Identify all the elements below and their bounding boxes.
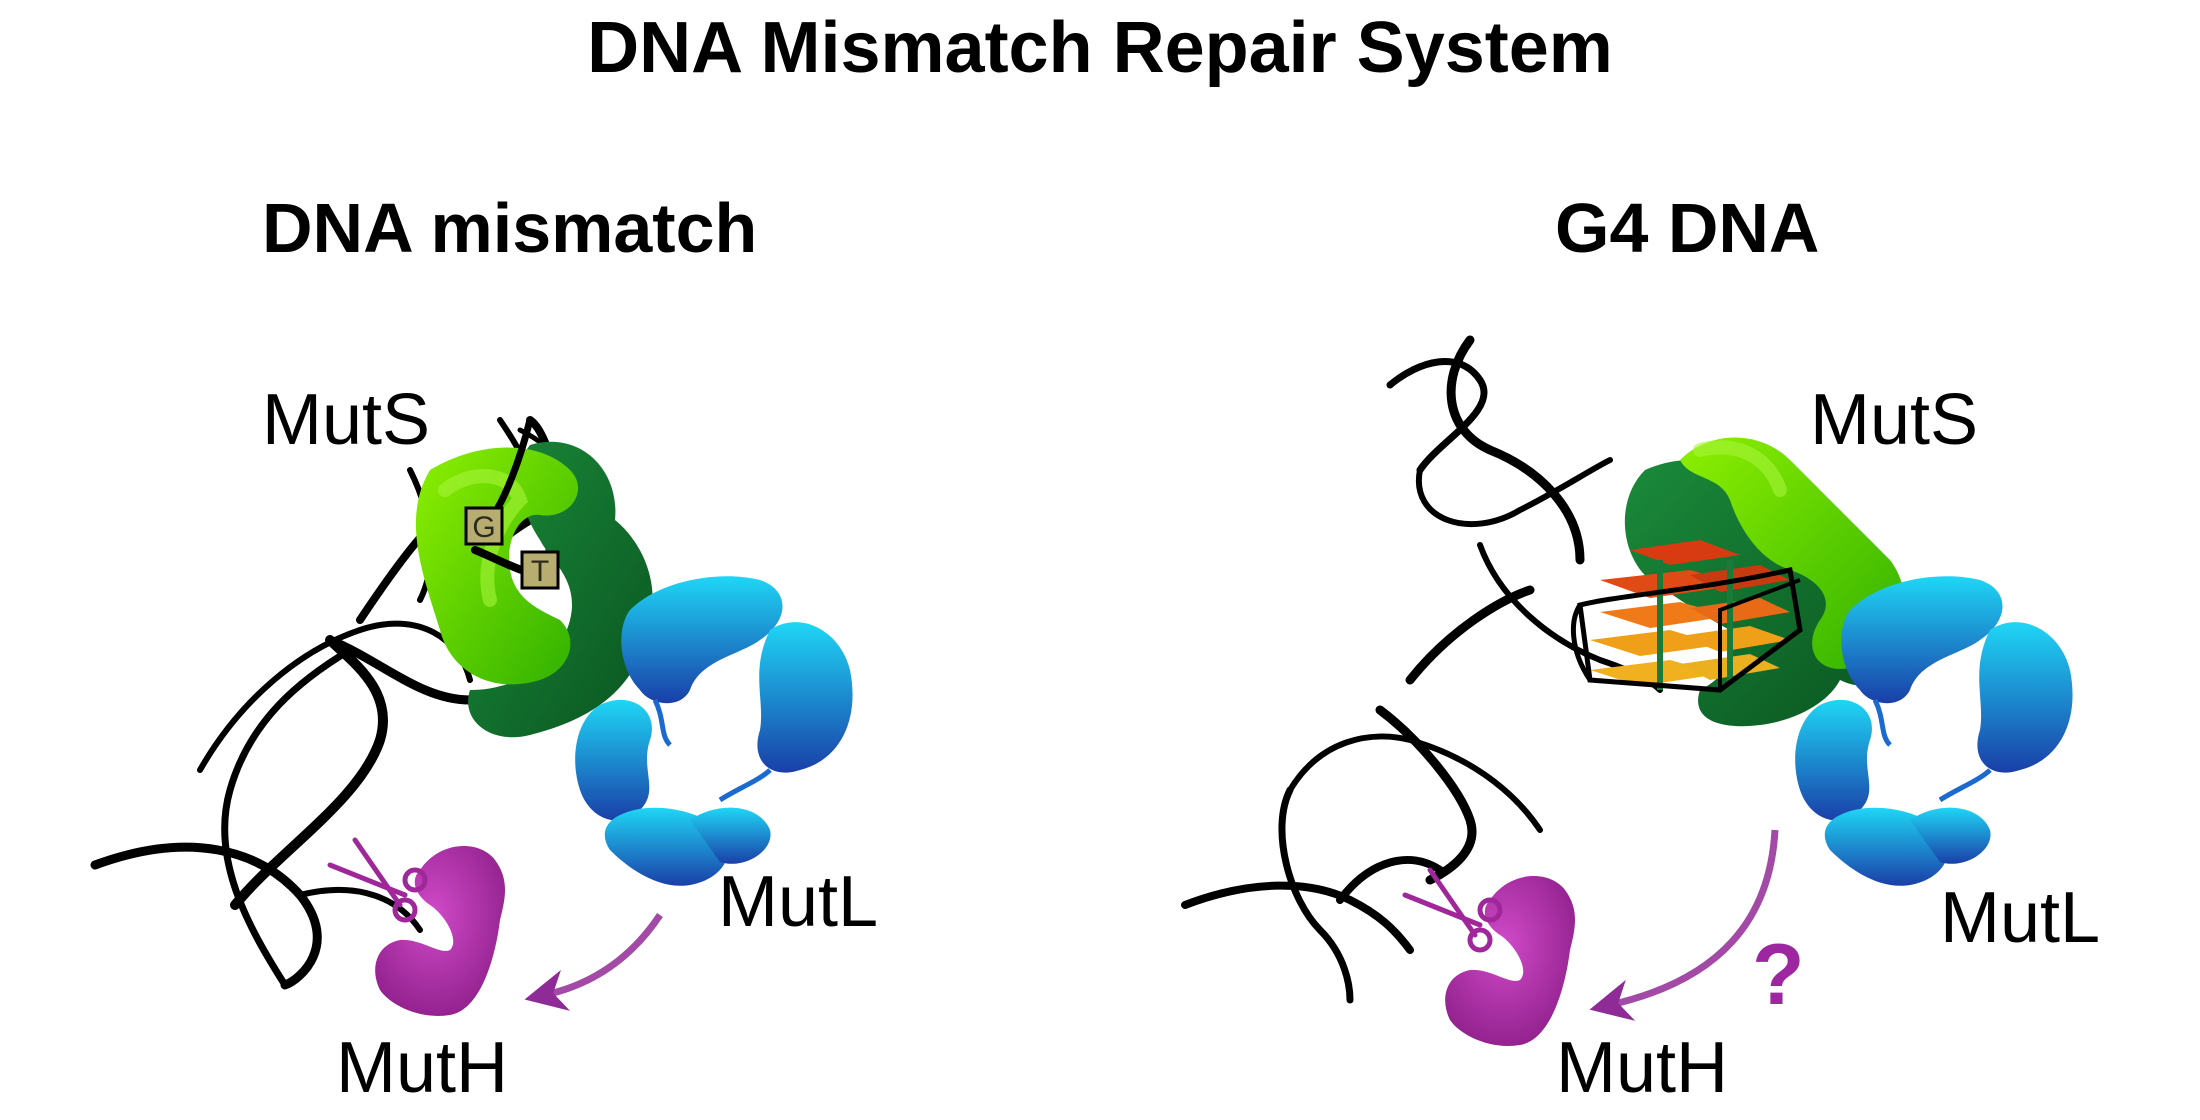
- mutl-protein-left: [575, 576, 853, 886]
- label-muth-right: MutH: [1556, 1028, 1729, 1108]
- label-mutl-right: MutL: [1940, 878, 2101, 958]
- label-mutl-left: MutL: [718, 862, 879, 942]
- mismatch-base-t: T: [520, 550, 560, 590]
- scissors-icon-left: [327, 837, 428, 923]
- dna-helix-right: [1181, 335, 1663, 1004]
- question-mark-annotation: ?: [1752, 927, 1805, 1023]
- label-muts-left: MutS: [262, 380, 431, 460]
- arrow-mutl-to-muth-right: [1589, 829, 1779, 1021]
- label-muth-left: MutH: [336, 1028, 509, 1108]
- right-panel: [1181, 335, 2073, 1046]
- mismatch-base-g: G: [464, 506, 504, 546]
- page-title: DNA Mismatch Repair System: [587, 8, 1613, 88]
- g-quadruplex: [1570, 540, 1803, 693]
- panel-title-g4-dna: G4 DNA: [1555, 189, 1820, 267]
- panel-title-dna-mismatch: DNA mismatch: [262, 189, 758, 267]
- svg-text:G: G: [472, 511, 495, 544]
- muts-protein-left: [415, 441, 653, 738]
- mutl-protein-right: [1795, 576, 2073, 886]
- muth-protein-left: [375, 846, 505, 1016]
- arrow-mutl-to-muth-left: [524, 913, 663, 1011]
- left-panel: G T: [90, 416, 853, 1016]
- svg-text:T: T: [531, 555, 549, 588]
- scissors-icon-right: [1402, 867, 1503, 953]
- label-muts-right: MutS: [1810, 380, 1979, 460]
- muth-protein-right: [1445, 876, 1575, 1046]
